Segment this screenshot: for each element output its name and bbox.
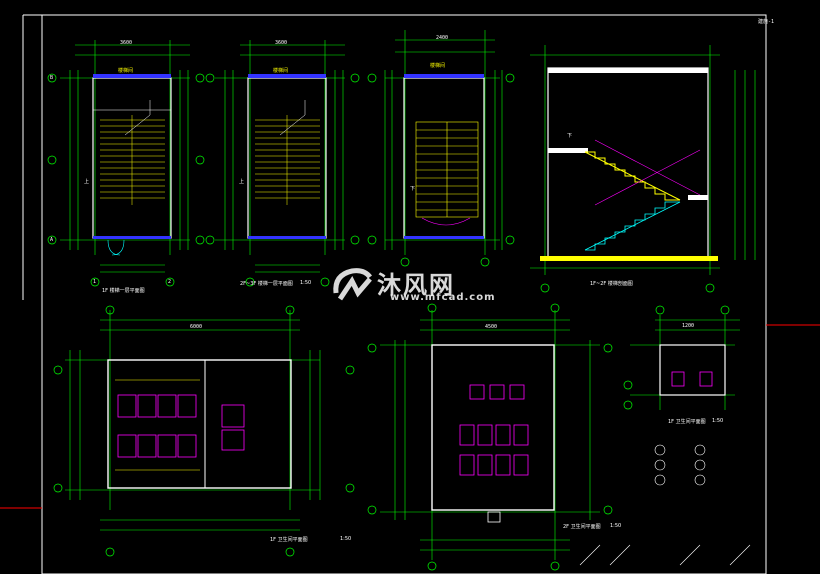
caption-plan-1: 1F 楼梯一层平面图 — [102, 288, 145, 294]
legend-symbols — [579, 444, 751, 566]
stair-plan-1 — [60, 40, 190, 273]
dim-top-2: 3600 — [275, 40, 288, 46]
axis-label-b: B — [50, 75, 54, 81]
watermark: 沐风网 www.mfcad.com — [330, 263, 495, 307]
toilet-plan-2 — [380, 310, 600, 560]
scale-label-3: 1:50 — [610, 523, 622, 529]
dim-toilet-3: 1200 — [682, 323, 695, 329]
scale-label-1: 1:50 — [300, 280, 312, 286]
scale-label-2: 1:50 — [340, 536, 352, 542]
watermark-url: www.mfcad.com — [390, 292, 496, 303]
sheet-title: 建施-1 — [758, 19, 775, 25]
label-down-section: 下 — [567, 133, 573, 139]
label-up-2: 上 — [239, 179, 245, 185]
scale-label-4: 1:50 — [712, 418, 724, 424]
stair-section — [530, 45, 756, 275]
dim-toilet-1: 6000 — [190, 324, 203, 330]
axis-label-a: A — [50, 237, 54, 243]
label-stair-room-1: 楼梯间 — [118, 68, 134, 74]
stair-plan-3 — [384, 30, 503, 255]
caption-toilet-2: 2F 卫生间平面图 — [563, 524, 601, 530]
axis-bubbles — [47, 73, 730, 571]
dim-top-3: 2400 — [436, 35, 449, 41]
toilet-plan-1 — [65, 310, 321, 531]
caption-section: 1F~2F 楼梯剖面图 — [590, 281, 633, 287]
caption-toilet-1: 1F 卫生间平面图 — [270, 537, 308, 543]
sheet-frame — [22, 14, 767, 574]
caption-toilet-3: 1F 卫生间平面图 — [668, 419, 706, 425]
axis-label-1: 1 — [93, 279, 97, 285]
dim-top-1: 3600 — [120, 40, 133, 46]
caption-plan-2: 2F~3F 楼梯一层平面图 — [240, 281, 293, 287]
label-up-1: 上 — [84, 179, 90, 185]
label-down-3: 下 — [410, 186, 416, 192]
watermark-brand: 沐风网 — [377, 271, 455, 299]
stair-plan-2 — [215, 40, 345, 273]
dim-toilet-2: 4500 — [485, 324, 498, 330]
label-stair-room-3: 楼梯间 — [430, 63, 446, 69]
toilet-plan-3 — [630, 315, 740, 410]
label-stair-room-2: 楼梯间 — [273, 68, 289, 74]
axis-label-2: 2 — [168, 279, 172, 285]
watermark-logo-icon — [333, 268, 372, 301]
